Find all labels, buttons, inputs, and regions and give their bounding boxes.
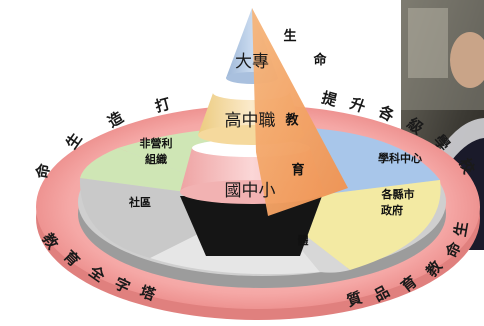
ring-lower-left-char: 塔 xyxy=(138,282,159,304)
pyramid-base-black xyxy=(180,196,322,256)
tier-top-label: 大專 xyxy=(235,52,269,72)
slice-label-county-line1: 各縣市 xyxy=(381,187,415,201)
slice-label-nonprofit-line2: 組織 xyxy=(145,152,167,166)
ring-upper-char: 打 xyxy=(153,95,172,116)
tier-middle-label: 高中職 xyxy=(225,111,276,131)
ring-upper-char: 提 xyxy=(320,89,340,111)
ring-lower-left-char: 字 xyxy=(112,274,133,297)
life-education-wedge xyxy=(252,8,348,216)
wedge-char-4: 育 xyxy=(291,162,304,178)
wedge-char-3: 教 xyxy=(284,112,299,128)
wedge-char-2: 命 xyxy=(312,52,327,68)
ring-lower-right-char: 品 xyxy=(371,282,393,305)
slice-label-nonprofit-line1: 非營利 xyxy=(140,136,173,150)
slice-label-county-line2: 政府 xyxy=(381,203,403,217)
ring-upper-char: 升 xyxy=(348,94,368,116)
slice-label-community: 社區 xyxy=(128,195,151,209)
ring-upper-char: 命 xyxy=(33,161,54,181)
wedge-char-1: 生 xyxy=(283,28,296,44)
ring-lower-right-char: 生 xyxy=(451,220,471,238)
ring-lower-right-char: 質 xyxy=(345,288,365,310)
slice-label-subject-center: 學科中心 xyxy=(378,151,422,165)
tier-bottom-label: 國中小 xyxy=(225,181,276,201)
slice-label-hidden: 體 xyxy=(298,233,309,247)
